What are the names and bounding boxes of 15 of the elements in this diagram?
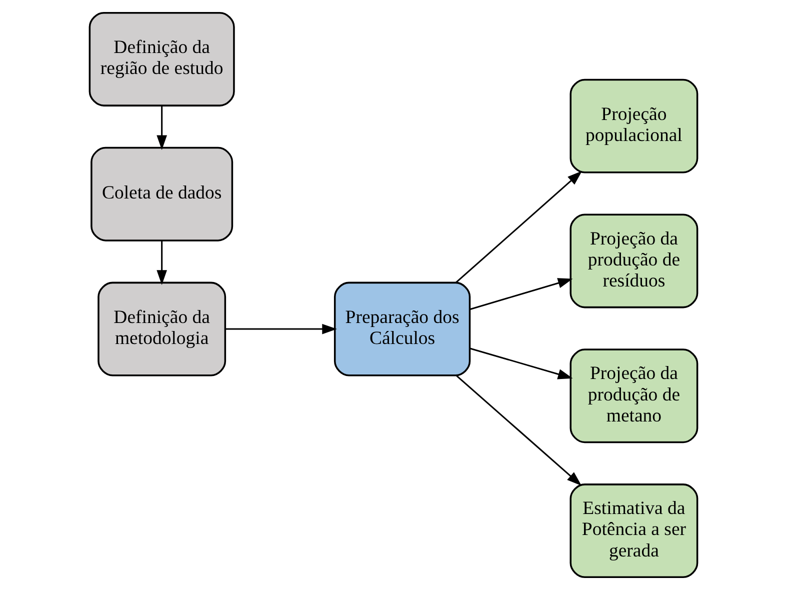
node-box: Definição da metodologia <box>97 282 226 376</box>
arrow <box>156 240 166 285</box>
node-box: Definição da região de estudo <box>88 12 234 106</box>
node-box: Projeção populacional <box>569 78 698 174</box>
node-box: Estimativa da Potência a ser gerada <box>569 484 698 578</box>
arrow <box>455 170 582 284</box>
arrow <box>469 348 572 380</box>
arrow <box>156 106 166 150</box>
node-box: Coleta de dados <box>90 146 233 242</box>
node-box: Projeção da produção de resíduos <box>569 214 698 308</box>
arrow <box>469 278 572 310</box>
arrow <box>456 375 582 486</box>
node-box: Preparação dos Cálculos <box>333 282 470 376</box>
arrow <box>224 324 336 334</box>
node-box: Projeção da produção de metano <box>569 348 698 444</box>
